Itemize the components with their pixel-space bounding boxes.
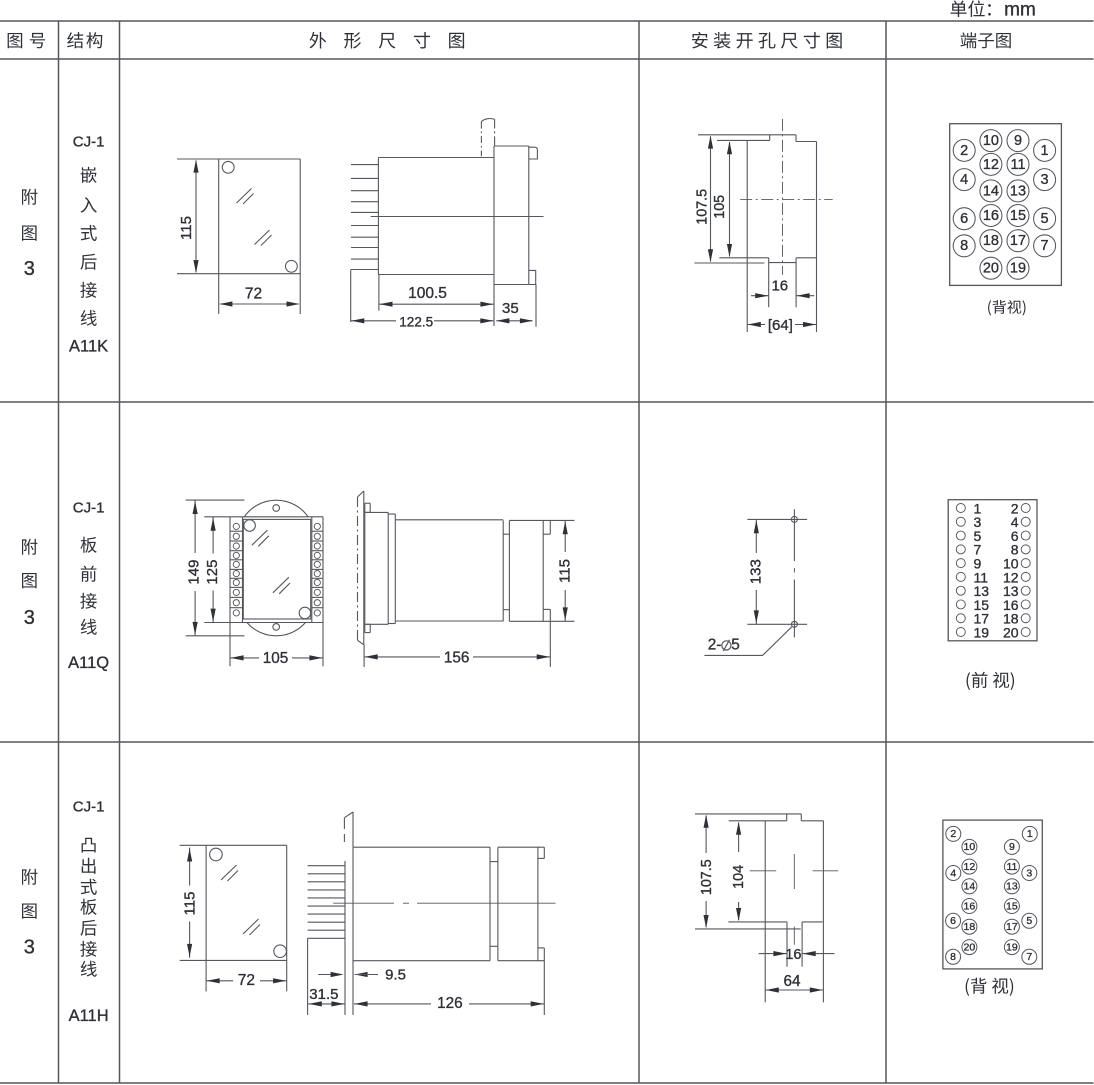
svg-text:12: 12 <box>983 157 999 173</box>
svg-text:126: 126 <box>437 995 463 1012</box>
svg-text:9: 9 <box>1014 133 1022 149</box>
svg-text:72: 72 <box>238 972 255 989</box>
svg-text:7: 7 <box>1041 238 1049 254</box>
svg-text:11: 11 <box>974 569 989 585</box>
svg-text:7: 7 <box>974 542 982 558</box>
svg-text:13: 13 <box>1003 583 1019 599</box>
svg-text:16: 16 <box>771 278 788 295</box>
svg-text:4: 4 <box>960 172 968 188</box>
svg-text:8: 8 <box>1011 542 1019 558</box>
svg-text:31.5: 31.5 <box>309 986 338 1003</box>
svg-text:3: 3 <box>24 258 35 280</box>
svg-text:16: 16 <box>983 208 999 224</box>
svg-text:64: 64 <box>783 973 801 990</box>
svg-text:8: 8 <box>950 951 956 963</box>
svg-text:115: 115 <box>557 559 574 583</box>
svg-text:115: 115 <box>182 892 199 916</box>
svg-text:105: 105 <box>263 650 289 667</box>
svg-text:10: 10 <box>964 841 976 853</box>
svg-text:156: 156 <box>444 650 470 667</box>
svg-text:149: 149 <box>186 560 203 585</box>
svg-text:8: 8 <box>960 238 968 254</box>
svg-text:CJ-1: CJ-1 <box>73 500 105 517</box>
svg-text:3: 3 <box>1041 172 1049 188</box>
svg-text:1: 1 <box>974 500 982 516</box>
svg-text:1: 1 <box>1027 828 1033 840</box>
svg-text:11: 11 <box>1006 861 1017 873</box>
svg-text:16: 16 <box>1003 597 1019 613</box>
svg-text:CJ-1: CJ-1 <box>73 799 105 816</box>
svg-text:11: 11 <box>1010 157 1025 173</box>
svg-text:3: 3 <box>974 514 982 530</box>
svg-text:3: 3 <box>24 937 35 959</box>
svg-text:14: 14 <box>983 183 999 199</box>
svg-text:5: 5 <box>1041 211 1049 227</box>
svg-text:104: 104 <box>731 865 747 889</box>
svg-text:17: 17 <box>974 611 990 627</box>
svg-text:125: 125 <box>204 560 221 585</box>
svg-text:107.5: 107.5 <box>699 859 715 895</box>
svg-text:2-: 2- <box>708 637 722 654</box>
svg-text:12: 12 <box>964 861 976 873</box>
svg-text:133: 133 <box>747 559 764 584</box>
svg-text:16: 16 <box>785 947 801 963</box>
svg-text:A11K: A11K <box>69 337 108 355</box>
svg-text:mm: mm <box>1004 0 1036 21</box>
svg-text:4: 4 <box>950 867 956 879</box>
svg-text:100.5: 100.5 <box>408 285 447 302</box>
svg-text:2: 2 <box>960 143 968 159</box>
svg-text:18: 18 <box>964 921 976 933</box>
svg-text:12: 12 <box>1003 569 1019 585</box>
svg-text:6: 6 <box>1011 528 1019 544</box>
svg-text:17: 17 <box>1010 233 1026 249</box>
svg-text:13: 13 <box>1010 183 1026 199</box>
svg-text:A11H: A11H <box>69 1007 109 1025</box>
svg-text:15: 15 <box>1010 208 1026 224</box>
svg-text:17: 17 <box>1006 921 1018 933</box>
svg-text:10: 10 <box>983 133 999 149</box>
svg-text:3: 3 <box>24 607 35 629</box>
svg-text:18: 18 <box>983 233 999 249</box>
svg-text:19: 19 <box>1006 941 1018 953</box>
svg-text:5: 5 <box>1026 915 1032 927</box>
svg-text:20: 20 <box>964 941 976 953</box>
svg-text:9: 9 <box>1009 841 1015 853</box>
svg-text:2: 2 <box>950 828 956 840</box>
svg-text:35: 35 <box>502 300 519 317</box>
svg-text:13: 13 <box>1006 881 1018 893</box>
svg-text:4: 4 <box>1011 514 1019 530</box>
svg-text:16: 16 <box>964 900 976 912</box>
svg-text:3: 3 <box>1026 867 1032 879</box>
svg-text:18: 18 <box>1003 611 1019 627</box>
svg-text:107.5: 107.5 <box>695 189 711 225</box>
svg-text:122.5: 122.5 <box>399 314 433 329</box>
svg-text:[64]: [64] <box>768 317 793 334</box>
svg-text:6: 6 <box>960 211 968 227</box>
svg-text:19: 19 <box>1010 261 1026 277</box>
svg-text:5: 5 <box>974 528 982 544</box>
svg-text:6: 6 <box>950 915 956 927</box>
svg-text:7: 7 <box>1026 951 1032 963</box>
svg-text:19: 19 <box>974 624 990 640</box>
svg-text:2: 2 <box>1011 500 1019 516</box>
svg-text:105: 105 <box>712 195 728 219</box>
svg-text:13: 13 <box>974 583 990 599</box>
svg-text:20: 20 <box>1003 624 1019 640</box>
svg-text:20: 20 <box>983 261 999 277</box>
svg-text:1: 1 <box>1041 143 1049 159</box>
svg-text:9: 9 <box>974 556 982 572</box>
svg-text:15: 15 <box>974 597 990 613</box>
svg-text:9.5: 9.5 <box>385 967 406 984</box>
svg-text:115: 115 <box>178 216 195 240</box>
svg-text:A11Q: A11Q <box>68 654 109 672</box>
svg-text:15: 15 <box>1006 900 1018 912</box>
svg-text:10: 10 <box>1003 556 1019 572</box>
svg-text:5: 5 <box>731 637 740 654</box>
svg-text:CJ-1: CJ-1 <box>73 134 105 151</box>
svg-text:72: 72 <box>245 286 262 303</box>
svg-text:14: 14 <box>964 881 976 893</box>
